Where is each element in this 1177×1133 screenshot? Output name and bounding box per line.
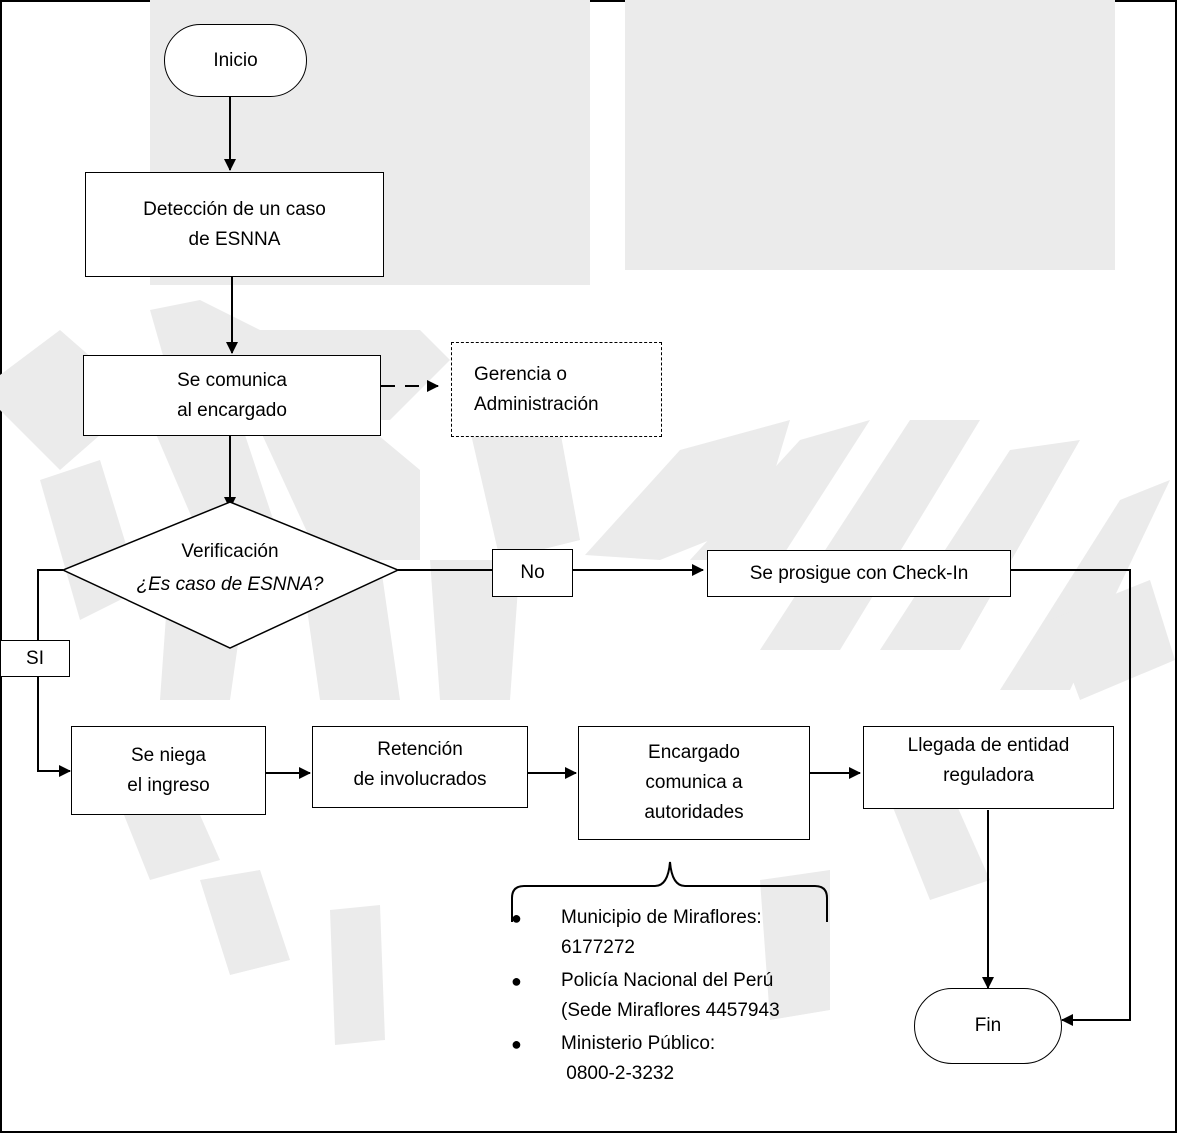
notify-authorities-box: Encargado comunica a autoridades <box>578 726 810 840</box>
contact-item: ● Ministerio Público: 0800-2-3232 <box>505 1029 825 1089</box>
start-terminal: Inicio <box>164 24 307 97</box>
regulator-arrival-box: Llegada de entidad reguladora <box>863 726 1114 809</box>
contact-name: Ministerio Público: <box>561 1033 716 1054</box>
end-terminal: Fin <box>914 988 1062 1064</box>
verification-diamond <box>61 501 400 649</box>
bullet-icon: ● <box>511 971 522 991</box>
contact-item: ● Municipio de Miraflores: 6177272 <box>505 903 825 963</box>
contacts-brace <box>511 861 828 922</box>
contact-number: 0800-2-3232 <box>561 1063 675 1084</box>
arrow-checkin-fin <box>1011 569 1131 1026</box>
bullet-icon: ● <box>511 1034 522 1054</box>
detect-case-box: Detección de un caso de ESNNA <box>85 172 384 277</box>
notify-manager-box: Se comunica al encargado <box>83 355 381 436</box>
no-label: No <box>492 549 573 597</box>
yes-label: SI <box>0 640 70 677</box>
deny-entry-box: Se niega el ingreso <box>71 726 266 815</box>
contact-item: ● Policía Nacional del Perú (Sede Mirafl… <box>505 966 825 1026</box>
contact-number: 6177272 <box>561 937 635 958</box>
verification-question: ¿Es caso de ESNNA? <box>136 574 324 595</box>
authority-contacts-list: ● Municipio de Miraflores: 6177272 ● Pol… <box>505 903 825 1092</box>
contact-name: Policía Nacional del Perú <box>561 970 774 991</box>
contact-number: (Sede Miraflores 4457943 <box>561 1000 780 1021</box>
retention-box: Retención de involucrados <box>312 726 528 808</box>
contact-name: Municipio de Miraflores: <box>561 907 762 928</box>
verification-title: Verificación <box>181 541 279 562</box>
management-box: Gerencia o Administración <box>451 342 662 437</box>
line-verif-si <box>37 569 63 640</box>
bullet-icon: ● <box>511 908 522 928</box>
arrow-si-niega <box>37 677 71 777</box>
continue-checkin-box: Se prosigue con Check-In <box>707 550 1011 597</box>
